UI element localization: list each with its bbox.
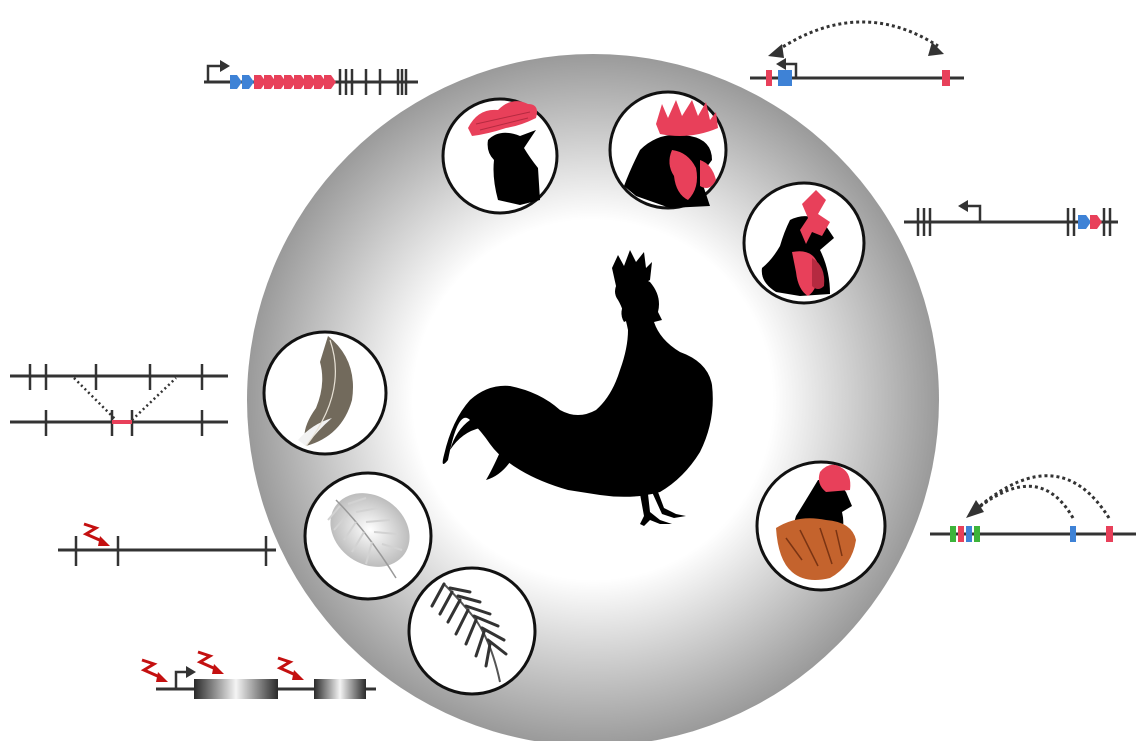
mutation-bolt-icon <box>198 652 224 674</box>
enhancer-arrow <box>978 486 1073 518</box>
promoter-arrow-icon <box>208 66 222 82</box>
schematic-point-mutation <box>58 524 276 566</box>
mutation-bolt-icon <box>84 524 110 546</box>
mutation-bolt-icon <box>278 658 304 680</box>
schematic-enhancer-looping <box>930 476 1136 542</box>
schematic-promoter-mutations <box>142 652 376 699</box>
panel-muffs-beard <box>757 462 885 590</box>
long-range-arrow <box>778 22 938 50</box>
mutation-bolt-icon <box>142 660 168 682</box>
panel-duplex-comb <box>744 183 864 303</box>
schematic-tandem-duplication <box>204 60 418 95</box>
red-exon-cluster <box>254 75 336 89</box>
promoter-arrow-icon <box>966 206 980 222</box>
enhancer-arrow <box>980 476 1109 518</box>
panel-silky-feather <box>305 473 431 599</box>
schematic-exon-deletion <box>10 364 228 436</box>
panel-rose-comb <box>443 99 557 213</box>
schematic-inversion <box>750 22 964 86</box>
panel-single-comb <box>610 92 726 208</box>
panel-curled-feather <box>409 568 535 694</box>
panel-plain-feather <box>264 332 386 454</box>
blue-exon-cluster <box>230 75 254 89</box>
schematic-duplicated-exons <box>904 200 1118 236</box>
